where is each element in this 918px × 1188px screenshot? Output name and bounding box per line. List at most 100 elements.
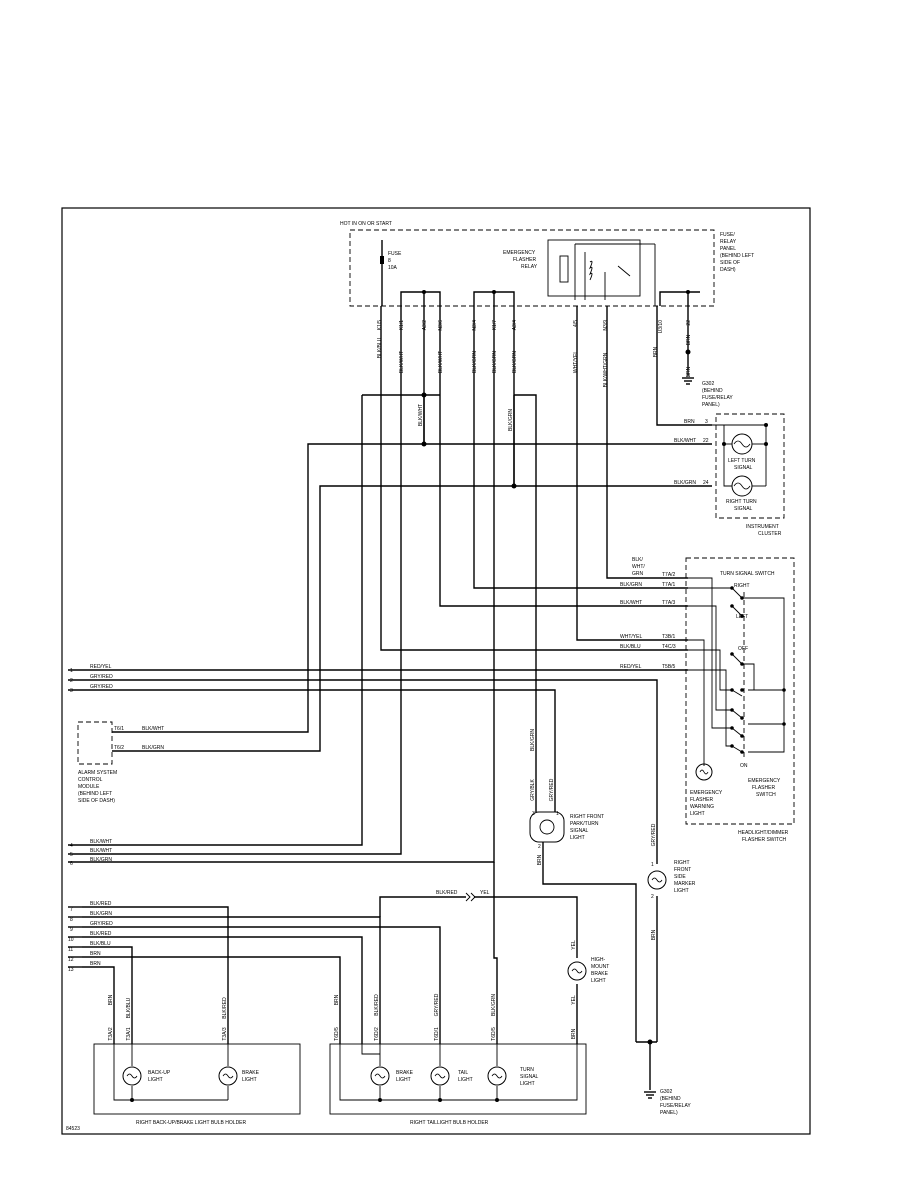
- pin-label: A3/4: [512, 320, 518, 331]
- alarm-label: MODULE: [78, 784, 100, 790]
- ground-bottom-label: G302: [660, 1089, 672, 1095]
- fuse-icon: [380, 240, 384, 306]
- alarm-label: (BEHIND LEFT: [78, 791, 112, 797]
- svg-text:BRN: BRN: [571, 1028, 577, 1039]
- front-park-label: PARK/TURN: [570, 821, 599, 827]
- tail-brake-bulb-icon: [370, 1066, 390, 1086]
- connector-number: 4: [70, 843, 73, 849]
- diagram-id: 84523: [66, 1126, 80, 1132]
- cluster-wire-label: BLK/WHT: [674, 438, 696, 444]
- svg-text:BLK/GRN: BLK/GRN: [530, 729, 536, 751]
- splice-wire-label: YEL: [571, 940, 577, 950]
- bulb-label: LIGHT: [242, 1077, 257, 1083]
- switch-wire-label: BLK/WHT: [620, 600, 642, 606]
- pin-label: U3/10: [658, 320, 664, 334]
- cluster-title: CLUSTER: [758, 531, 782, 537]
- svg-text:BRN: BRN: [686, 366, 692, 377]
- switch-wire-label: WHT/YEL: [620, 634, 642, 640]
- front-park-label: LIGHT: [570, 835, 585, 841]
- pin-label: N3/6: [438, 320, 444, 331]
- ground-bottom-label: (BEHIND: [660, 1096, 681, 1102]
- connector-wire: BLK/RED: [90, 901, 112, 907]
- front-park-label: SIGNAL: [570, 828, 589, 834]
- svg-text:BLK/GRN: BLK/GRN: [491, 994, 497, 1016]
- fuse-relay-panel: HOT IN ON OR START FUSE/ RELAY PANEL (BE…: [340, 221, 754, 333]
- splice-wire-label: YEL: [480, 890, 490, 896]
- pin-label: K1/7: [492, 320, 498, 331]
- bulb-label: LIGHT: [148, 1077, 163, 1083]
- left-turn-lamp-icon: [731, 433, 753, 455]
- panel-label-3: (BEHIND LEFT: [720, 253, 754, 259]
- bulb-label: TAIL: [458, 1070, 468, 1076]
- side-marker-label: FRONT: [674, 867, 691, 873]
- svg-text:BLK/WHT: BLK/WHT: [438, 351, 444, 373]
- taillight-holder: BRN BLK/RED GRY/RED BLK/GRN T6D/5 T6D/2 …: [329, 993, 587, 1126]
- bulb-label: BRAKE: [396, 1070, 414, 1076]
- svg-text:BRN: BRN: [653, 346, 659, 357]
- alarm-wire: BLK/WHT: [142, 726, 164, 732]
- turn-bulb-icon: [487, 1066, 507, 1086]
- alarm-wire: BLK/GRN: [142, 745, 164, 751]
- pin-label: A3/2: [422, 320, 428, 331]
- bulb-label: TURN: [520, 1067, 534, 1073]
- backup-holder-title: RIGHT BACK-UP/BRAKE LIGHT BULB HOLDER: [136, 1120, 247, 1126]
- ground-top-label: PANEL): [702, 402, 720, 408]
- connector-number: 10: [68, 937, 74, 943]
- connector-wire: GRY/RED: [90, 684, 113, 690]
- front-park-pin: 1: [556, 811, 559, 817]
- fuse-number: 8: [388, 258, 391, 264]
- backup-brake-holder: BRN BLK/BLU BLK/RED T3A/2 T3A/1 T3A/3 BA…: [93, 994, 301, 1126]
- switch-wire-label: RED/YEL: [620, 664, 642, 670]
- connector-wire: BLK/GRN: [90, 857, 112, 863]
- relay-label-2: RELAY: [521, 264, 538, 270]
- fuse-label: FUSE: [388, 251, 402, 257]
- high-mount-label: LIGHT: [591, 978, 606, 984]
- svg-text:WHT/YEL: WHT/YEL: [573, 351, 579, 373]
- switch-wire-label: BLK/BLU: [620, 644, 641, 650]
- svg-text:BLK/GRN: BLK/GRN: [492, 351, 498, 373]
- switch-pos-left: LEFT: [736, 614, 748, 620]
- ground-top-label: G302: [702, 381, 714, 387]
- svg-text:BLK/BLU: BLK/BLU: [377, 337, 383, 358]
- connector-number: 12: [68, 957, 74, 963]
- left-turn-label: LEFT TURN: [728, 458, 756, 464]
- flasher-switch-label: EMERGENCY: [748, 778, 781, 784]
- cluster-pin-label: 3: [705, 419, 708, 425]
- pin-label: 4/5: [573, 320, 579, 327]
- front-park-pin: 3: [532, 811, 535, 817]
- vertical-wire-labels: BLK/WHT BLK/GRN BLK/GRN GRY/BLK GRY/RED …: [418, 404, 657, 940]
- svg-text:BRN: BRN: [651, 929, 657, 940]
- diagram-frame: [61, 207, 811, 1135]
- ground-top-icon: [682, 306, 694, 385]
- connector-number: 9: [70, 927, 73, 933]
- alarm-label: SIDE OF DASH): [78, 798, 115, 804]
- connector-number: 3: [70, 688, 73, 694]
- connector-wire: BLK/GRN: [90, 911, 112, 917]
- svg-text:BRN: BRN: [537, 854, 543, 865]
- side-marker-light: 1 2 RIGHT FRONT SIDE MARKER LIGHT: [647, 860, 696, 900]
- cluster-pin-label: 24: [703, 480, 709, 486]
- warning-light-label: WARNING: [690, 804, 714, 810]
- ground-bottom-label: PANEL): [660, 1110, 678, 1116]
- right-turn-label: RIGHT TURN: [726, 499, 757, 505]
- bulb-label: LIGHT: [396, 1077, 411, 1083]
- connector-number: 5: [70, 852, 73, 858]
- front-park-label: RIGHT FRONT: [570, 814, 604, 820]
- connector-wire: BRN: [90, 951, 101, 957]
- instrument-cluster: BRN 3 BLK/WHT 22 BLK/GRN 24 LEFT TURN SI…: [674, 413, 785, 537]
- svg-text:T3A/3: T3A/3: [222, 1027, 228, 1041]
- switch-pin-label: T4C/3: [662, 644, 676, 650]
- cluster-wire-label: BRN: [684, 419, 695, 425]
- cluster-title: INSTRUMENT: [746, 524, 779, 530]
- switch-pin-label: T5B/5: [662, 664, 676, 670]
- connector-number: 2: [70, 678, 73, 684]
- splice-wire-label: BLK/RED: [436, 890, 458, 896]
- connector-wire: BLK/BLU: [90, 941, 111, 947]
- side-marker-pin: 1: [651, 862, 654, 868]
- alarm-label: CONTROL: [78, 777, 103, 783]
- svg-text:GRY/RED: GRY/RED: [651, 823, 657, 846]
- pin-label: K1/1: [399, 320, 405, 331]
- svg-text:T3A/1: T3A/1: [126, 1027, 132, 1041]
- relay-label-0: EMERGENCY: [503, 250, 536, 256]
